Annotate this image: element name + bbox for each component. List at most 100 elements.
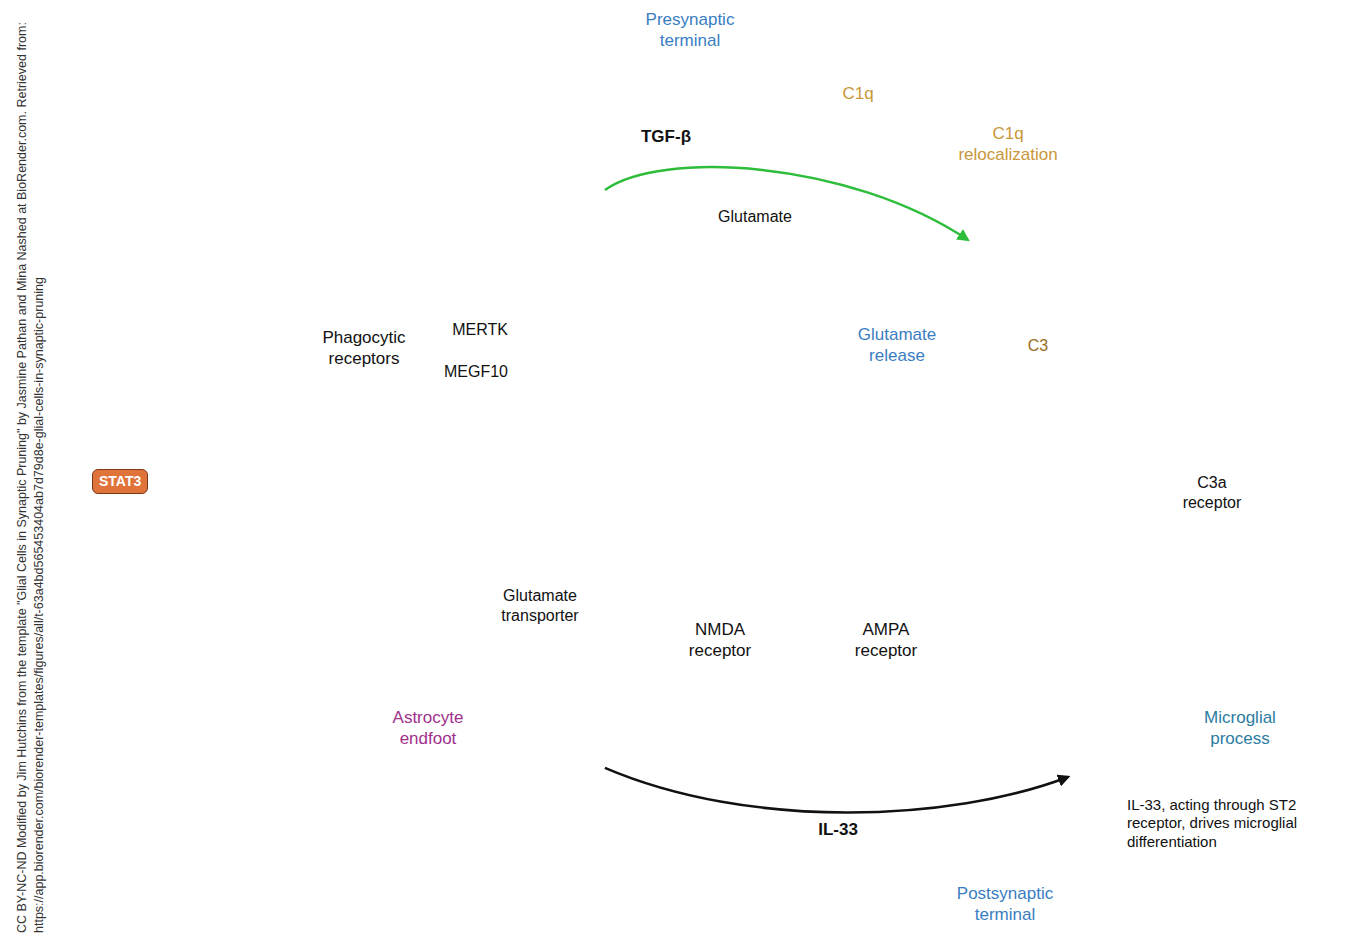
credit-text: CC BY-NC-ND Modified by Jim Hutchins fro…	[14, 3, 48, 933]
svg-path	[527, 336, 585, 344]
svg-circle	[542, 380, 550, 388]
leader-line	[754, 233, 755, 245]
svg-use	[1001, 291, 1019, 309]
svg-use	[467, 543, 486, 561]
activation-arrow	[1012, 270, 1035, 301]
mertk-receptor	[527, 336, 607, 355]
svg-use	[909, 429, 928, 447]
svg-use	[1085, 750, 1111, 777]
svg-use	[631, 198, 657, 225]
svg-use	[1039, 623, 1086, 653]
svg-use	[1074, 296, 1097, 325]
svg-use	[1119, 470, 1132, 496]
svg-use	[1013, 519, 1032, 537]
svg-path	[520, 390, 592, 398]
svg-use	[419, 503, 438, 521]
nucleus	[60, 412, 188, 552]
svg-use	[634, 736, 660, 763]
svg-use	[1034, 452, 1053, 470]
svg-use	[592, 124, 618, 151]
membrane-line	[619, 0, 1068, 455]
svg-use	[584, 523, 603, 541]
presynaptic-terminal: Presynaptic terminal	[604, 0, 1074, 462]
svg-use	[547, 459, 565, 477]
cell-label: Astrocyte endfoot	[373, 708, 483, 749]
release-arrow	[727, 342, 830, 412]
svg-use	[857, 538, 876, 556]
cell-outline	[1076, 185, 1358, 772]
svg-use	[923, 497, 942, 515]
c3-proteins	[1037, 301, 1086, 653]
svg-g	[542, 376, 576, 407]
svg-use	[957, 489, 976, 507]
edge-label: TGF-β	[641, 127, 691, 148]
svg-circle	[552, 399, 560, 407]
svg-path	[1101, 653, 1135, 678]
label: MERTK	[449, 320, 511, 340]
svg-use	[757, 278, 776, 296]
relocalization-arrow	[935, 62, 1078, 224]
label: IL-33, acting through ST2 receptor, driv…	[1127, 796, 1349, 851]
label: C3	[1018, 336, 1058, 356]
svg-use	[733, 268, 752, 286]
stat3-arrow	[156, 482, 540, 520]
label: C3a receptor	[1172, 473, 1252, 512]
svg-use	[636, 806, 662, 833]
svg-use	[713, 463, 732, 481]
edge-label: IL-33	[818, 820, 858, 841]
glutamate-transporter	[512, 528, 568, 572]
dna-strand	[86, 502, 150, 510]
postsynaptic-terminal: Postsynaptic terminal	[604, 568, 1076, 951]
svg-circle	[713, 248, 797, 332]
activation-arrow	[992, 607, 1036, 628]
svg-use	[1037, 301, 1084, 334]
svg-path	[585, 341, 607, 355]
svg-use	[1066, 754, 1092, 781]
svg-use	[884, 431, 903, 449]
dna-strand	[86, 502, 150, 510]
cell-label: Presynaptic terminal	[634, 10, 746, 51]
svg-circle	[568, 384, 576, 392]
presynaptic-terminal-shape	[604, 0, 1074, 462]
receptor-channels	[680, 422, 905, 604]
svg-use	[877, 401, 896, 419]
label: Glutamate release	[847, 325, 947, 366]
svg-use	[1003, 623, 1021, 641]
cell-label: Microglial process	[1185, 708, 1295, 749]
bracket	[420, 322, 437, 382]
svg-use	[952, 570, 997, 610]
svg-use	[451, 525, 470, 543]
cell-label: Postsynaptic terminal	[940, 884, 1070, 925]
label: Glutamate	[705, 207, 805, 227]
svg-use	[639, 519, 658, 537]
svg-use	[755, 301, 774, 319]
chip-label: STAT3	[99, 473, 141, 490]
stat3-box: STAT3	[92, 469, 148, 494]
glutamate-molecules	[419, 268, 1053, 561]
cell-outline	[619, 0, 1068, 455]
svg-use	[453, 507, 472, 525]
label: Phagocytic receptors	[314, 328, 414, 369]
synaptic-vesicle	[713, 248, 797, 332]
uptake-arrow	[494, 556, 548, 566]
svg-use	[1077, 633, 1098, 662]
svg-use	[836, 351, 854, 369]
label: NMDA receptor	[674, 620, 766, 661]
label: Glutamate transporter	[494, 586, 586, 625]
credit-holder: CC BY-NC-ND Modified by Jim Hutchins fro…	[14, 3, 48, 933]
svg-circle	[713, 248, 797, 332]
svg-use	[977, 230, 1022, 270]
svg-use	[792, 429, 832, 481]
svg-use	[529, 151, 555, 178]
megf10-receptor	[520, 376, 592, 407]
il-33-proteins	[582, 736, 1111, 833]
astrocyte-endfoot: Astrocyte endfoot STAT3	[60, 178, 620, 778]
svg-path	[1099, 285, 1135, 303]
connector-arrow	[605, 768, 1068, 813]
label: C1q relocalization	[948, 124, 1068, 165]
svg-use	[871, 85, 925, 135]
svg-use	[680, 422, 730, 481]
label: MEGF10	[441, 362, 511, 382]
connector-arrow	[605, 167, 968, 240]
plus-signs	[547, 204, 1021, 641]
